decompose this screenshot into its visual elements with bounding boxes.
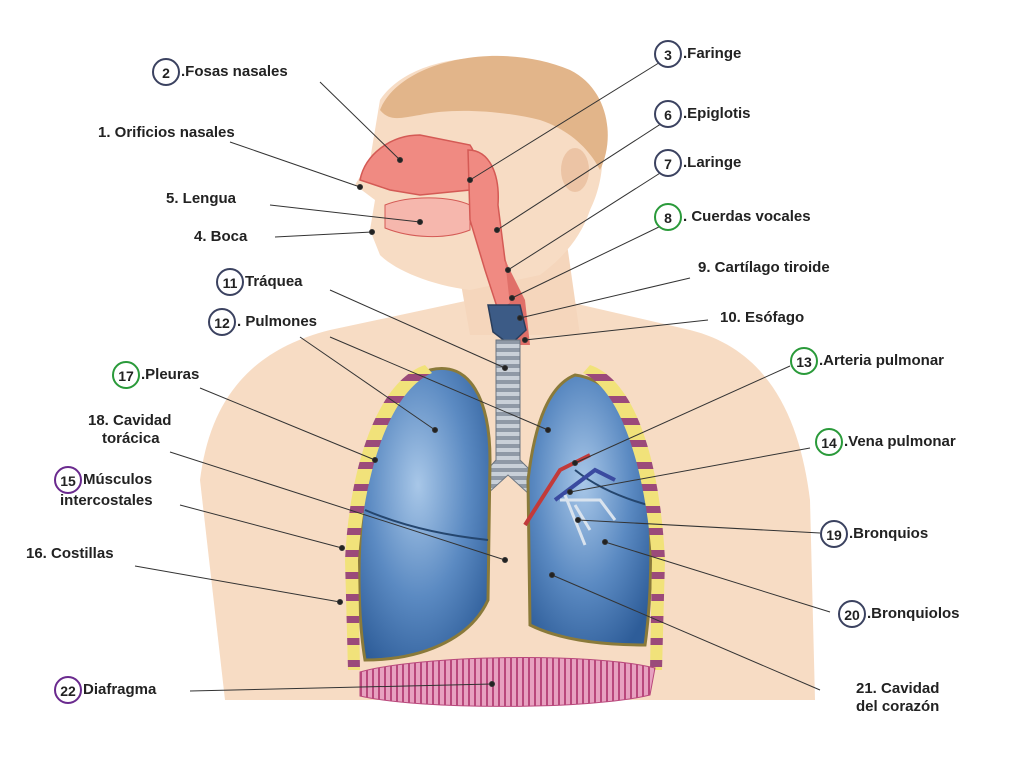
label-number-circle: 22 [54,676,82,704]
label-number-circle: 11 [216,268,244,296]
mouth-cavity [384,197,471,237]
label-number-circle: 20 [838,600,866,628]
label-number-circle: 8 [654,203,682,231]
label-number-circle: 15 [54,466,82,494]
label-cavidad-corazon: 21. Cavidad del corazón [856,680,940,715]
label-boca: 4. Boca [194,228,248,246]
label-number-circle: 14 [815,428,843,456]
label-fosas-nasales: 2.Fosas nasales [152,58,288,86]
larynx [487,304,527,346]
label-faringe: 3.Faringe [654,40,741,68]
ribs-left [345,365,432,670]
label-number-circle: 17 [112,361,140,389]
label-bronquiolos: 20.Bronquiolos [838,600,960,628]
label-esofago: 10. Esófago [720,309,805,327]
label-number-circle: 12 [208,308,236,336]
label-lengua: 5. Lengua [166,190,237,208]
diaphragm [359,656,656,707]
label-number-circle: 3 [654,40,682,68]
label-number-circle: 7 [654,149,682,177]
label-number-circle: 6 [654,100,682,128]
label-bronquios: 19.Bronquios [820,520,928,548]
hair [380,55,608,170]
label-cuerdas-vocales: 8. Cuerdas vocales [654,203,811,231]
label-number-circle: 19 [820,520,848,548]
ear [561,148,589,192]
label-arteria-pulmonar: 13.Arteria pulmonar [790,347,944,375]
label-costillas: 16. Costillas [26,545,114,563]
label-pulmones: 12. Pulmones [208,308,317,336]
label-pleuras: 17.Pleuras [112,361,199,389]
leader-lines [134,55,831,692]
label-cavidad-toracica: 18. Cavidad torácica [88,412,172,447]
label-laringe: 7.Laringe [654,149,741,177]
label-number-circle: 2 [152,58,180,86]
label-number-circle: 13 [790,347,818,375]
ribs-right [583,365,665,670]
label-orificios-nasales: 1. Orificios nasales [98,124,235,142]
label-cartilago-tiroide: 9. Cartílago tiroide [698,259,830,277]
label-vena-pulmonar: 14.Vena pulmonar [815,428,956,456]
label-epiglotis: 6.Epiglotis [654,100,751,128]
